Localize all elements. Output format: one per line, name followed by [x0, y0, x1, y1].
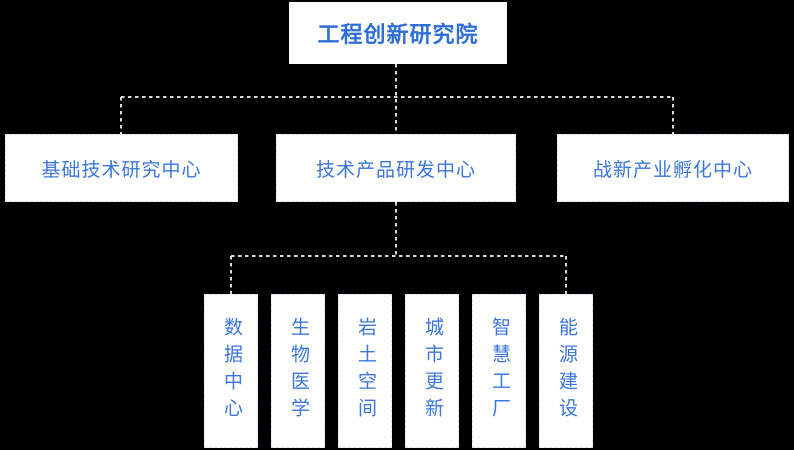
org-node-dept-urban-renewal: 城市更新: [405, 294, 459, 448]
org-node-label: 能源建设: [556, 317, 577, 425]
org-node-dept-smart-factory: 智慧工厂: [472, 294, 526, 448]
org-node-label: 岩土空间: [355, 317, 376, 425]
org-node-label: 数据中心: [221, 317, 242, 425]
org-node-dept-data-center: 数据中心: [204, 294, 258, 448]
org-node-center-incubation: 战新产业孵化中心: [557, 134, 789, 202]
org-node-label: 基础技术研究中心: [41, 159, 202, 181]
org-node-dept-energy-construction: 能源建设: [539, 294, 593, 448]
org-node-dept-geotechnical-space: 岩土空间: [338, 294, 392, 448]
org-node-center-basic-tech: 基础技术研究中心: [5, 134, 238, 202]
org-node-dept-biomedicine: 生物医学: [271, 294, 325, 448]
org-node-label: 生物医学: [288, 317, 309, 425]
org-node-label: 战新产业孵化中心: [592, 159, 753, 181]
org-node-center-product-rd: 技术产品研发中心: [276, 134, 516, 202]
org-node-label: 智慧工厂: [489, 317, 510, 425]
org-node-label: 城市更新: [422, 317, 443, 425]
org-node-label: 技术产品研发中心: [315, 159, 476, 181]
org-node-root: 工程创新研究院: [289, 2, 507, 64]
org-node-root-label: 工程创新研究院: [317, 22, 479, 47]
